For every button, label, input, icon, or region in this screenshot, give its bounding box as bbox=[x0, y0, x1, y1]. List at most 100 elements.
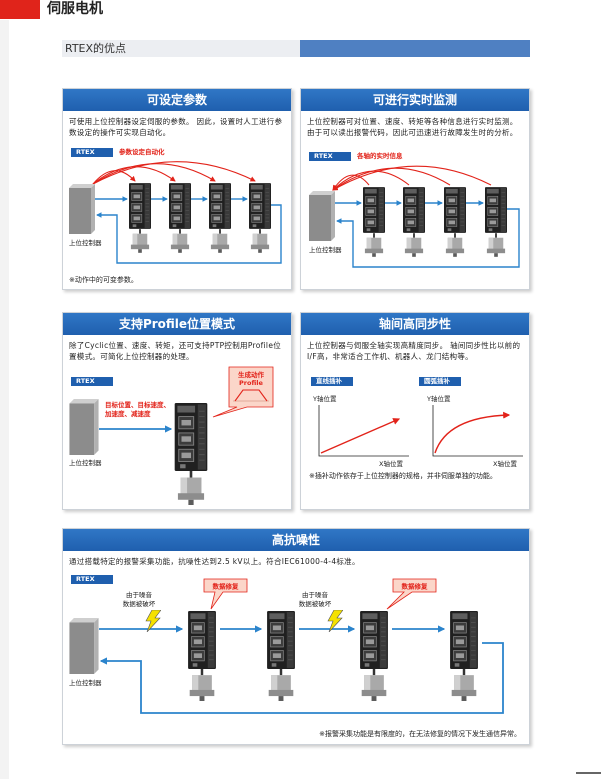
panel-title: 支持Profile位置模式 bbox=[63, 313, 291, 335]
panel-body-text: 上位控制器与伺服全轴实现高精度同步。 轴间同步性比以前的I/F高，非常适合工作机… bbox=[307, 341, 521, 361]
controller-label: 上位控制器 bbox=[309, 245, 342, 254]
page-corner-rule bbox=[576, 772, 601, 774]
network-return-loop bbox=[96, 204, 282, 264]
profile-callout bbox=[212, 366, 274, 418]
panel-footnote: ※插补动作依存于上位控制器的规格，并非伺服单独的功能。 bbox=[309, 472, 497, 480]
circular-graph-axes bbox=[432, 405, 523, 457]
highlight-label: 各轴的实时信息 bbox=[357, 152, 403, 160]
panel-title: 可设定参数 bbox=[63, 89, 291, 111]
servo-drive-icon bbox=[485, 187, 507, 233]
servo-motor-icon bbox=[404, 233, 424, 257]
noise-label-line-2: 数据被破坏 bbox=[123, 599, 156, 608]
profile-diagram: 目标位置、目标速度、 加速度、减速度 生成动作 Profile 上位控制器 bbox=[69, 366, 274, 505]
linear-path-line bbox=[320, 418, 401, 454]
panel-axis-sync: 轴间高同步性 上位控制器与伺服全轴实现高精度同步。 轴间同步性比以前的I/F高，… bbox=[300, 312, 530, 510]
circular-path-arc bbox=[434, 411, 511, 454]
servo-drive-icon bbox=[249, 183, 271, 229]
panel-parameter-setting: 可设定参数 可使用上位控制器设定伺服的参数。 因此，设置时人工进行参数设定的操作… bbox=[62, 88, 292, 290]
servo-motor-icon bbox=[189, 669, 215, 701]
callout-line-1: 生成动作 bbox=[238, 370, 265, 379]
panel-realtime-monitoring: 可进行实时监测 上位控制器可对位置、速度、转矩等各种信息进行实时监测。由于可以读… bbox=[300, 88, 530, 290]
panel-title: 轴间高同步性 bbox=[301, 313, 529, 335]
servo-drive-icon bbox=[169, 183, 191, 229]
servo-motor-icon bbox=[130, 229, 150, 253]
servo-motor-icon bbox=[268, 669, 294, 701]
servo-drive-icon bbox=[444, 187, 466, 233]
servo-motor-icon bbox=[250, 229, 270, 253]
trapezoid-profile-icon bbox=[234, 389, 268, 402]
linear-y-axis-label: Y轴位置 bbox=[312, 394, 337, 403]
repair-label: 数据修复 bbox=[213, 582, 240, 591]
left-margin-strip bbox=[0, 20, 9, 779]
param-arc-4 bbox=[92, 161, 256, 185]
servo-motor-icon bbox=[210, 229, 230, 253]
monitoring-diagram: 上位控制器 bbox=[309, 165, 520, 268]
circular-x-axis-label: X轴位置 bbox=[493, 459, 517, 468]
servo-motor-icon bbox=[445, 233, 465, 257]
section-title: RTEX的优点 bbox=[65, 42, 127, 55]
servo-drive-icon bbox=[173, 403, 209, 471]
interpolation-graphs: Y轴位置 X轴位置 Y轴位置 X轴位置 bbox=[312, 394, 523, 468]
param-arc-3 bbox=[92, 163, 216, 185]
servo-drive-icon bbox=[209, 183, 231, 229]
param-arc-2 bbox=[92, 166, 176, 185]
panel-title: 高抗噪性 bbox=[63, 529, 529, 551]
panel-body-text: 除了Cyclic位置、速度、转矩，还可支持PTP控制用Profile位置模式。可… bbox=[69, 341, 282, 361]
repair-callout bbox=[203, 578, 248, 610]
rtex-tag: RTEX bbox=[71, 575, 113, 584]
controller-label: 上位控制器 bbox=[69, 678, 102, 687]
monitor-arc-4 bbox=[332, 165, 492, 191]
monitor-arc-3 bbox=[332, 167, 451, 191]
panel-noise-immunity: 高抗噪性 通过搭载特定的报警采集功能，抗噪性达到2.5 kV以上。符合IEC61… bbox=[62, 528, 530, 745]
circular-interp-tag: 圆弧插补 bbox=[419, 377, 461, 386]
circular-y-axis-label: Y轴位置 bbox=[426, 394, 451, 403]
network-return-loop bbox=[99, 642, 504, 714]
servo-drive-icon bbox=[363, 187, 385, 233]
rtex-tag: RTEX bbox=[71, 148, 113, 157]
servo-drive-icon bbox=[129, 183, 151, 229]
host-controller-icon bbox=[69, 184, 95, 234]
callout-line-2: Profile bbox=[239, 379, 263, 387]
linear-x-axis-label: X轴位置 bbox=[379, 459, 403, 468]
controller-label: 上位控制器 bbox=[69, 238, 102, 247]
panel-body-text: 上位控制器可对位置、速度、转矩等各种信息进行实时监测。由于可以读出报警代码，因此… bbox=[307, 117, 518, 137]
servo-motor-icon bbox=[364, 233, 384, 257]
network-return-loop bbox=[336, 208, 520, 268]
repair-callout bbox=[386, 578, 437, 610]
servo-motor-icon bbox=[170, 229, 190, 253]
servo-motor-icon bbox=[177, 471, 205, 505]
servo-drive-icon bbox=[187, 611, 217, 669]
host-controller-icon bbox=[309, 191, 335, 241]
noise-diagram: 由于噪音 数据被破坏 由于噪音 数据被破坏 数据修复 数据修复 上位控制器 bbox=[69, 578, 504, 714]
rtex-tag: RTEX bbox=[309, 152, 351, 161]
servo-motor-icon bbox=[451, 669, 477, 701]
section-bar: RTEX的优点 bbox=[62, 40, 530, 57]
panel-footnote: ※报警采集功能是有限度的，在无法修复的情况下发生通信异常。 bbox=[319, 730, 521, 738]
page-title: 伺服电机 bbox=[47, 1, 103, 17]
servo-drive-icon bbox=[359, 611, 389, 669]
target-label-line-2: 加速度、减速度 bbox=[104, 409, 151, 418]
host-controller-icon bbox=[69, 399, 99, 455]
linear-graph-axes bbox=[318, 405, 409, 457]
servo-motor-icon bbox=[486, 233, 506, 257]
controller-label: 上位控制器 bbox=[69, 458, 102, 467]
parameter-diagram: 上位控制器 bbox=[69, 161, 282, 264]
servo-drive-icon bbox=[449, 611, 479, 669]
brand-red-block bbox=[0, 0, 40, 19]
target-label-line-1: 目标位置、目标速度、 bbox=[105, 400, 170, 409]
servo-drive-icon bbox=[403, 187, 425, 233]
noise-label-line-1: 由于噪音 bbox=[126, 590, 153, 599]
linear-interp-tag: 直线插补 bbox=[311, 377, 353, 386]
section-bar-accent bbox=[300, 40, 530, 57]
servo-drive-icon bbox=[266, 611, 296, 669]
servo-motor-icon bbox=[361, 669, 387, 701]
noise-label-line-1: 由于噪音 bbox=[302, 590, 329, 599]
panel-profile-mode: 支持Profile位置模式 除了Cyclic位置、速度、转矩，还可支持PTP控制… bbox=[62, 312, 292, 510]
panel-body-text: 通过搭载特定的报警采集功能，抗噪性达到2.5 kV以上。符合IEC61000-4… bbox=[69, 557, 360, 566]
panel-body-text: 可使用上位控制器设定伺服的参数。 因此，设置时人工进行参数设定的操作可实现自动化… bbox=[69, 117, 283, 137]
rtex-tag: RTEX bbox=[71, 377, 113, 386]
repair-label: 数据修复 bbox=[402, 582, 429, 591]
highlight-label: 参数设定自动化 bbox=[119, 148, 165, 156]
host-controller-icon bbox=[69, 618, 99, 674]
